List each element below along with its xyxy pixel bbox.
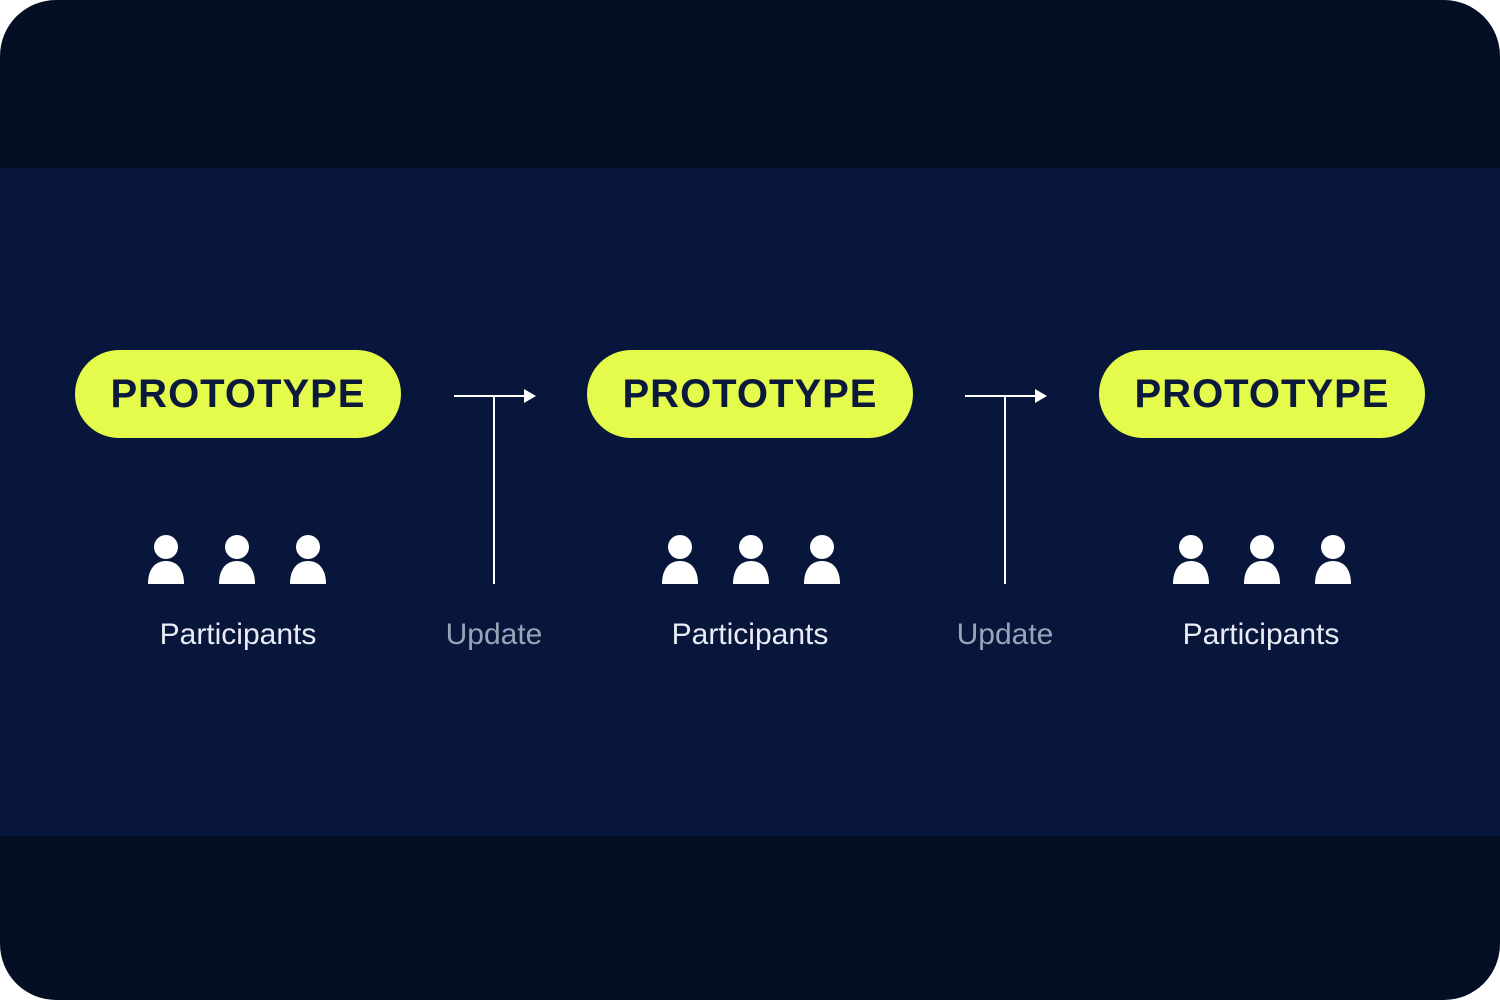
arrow-right-icon bbox=[1035, 389, 1047, 403]
person-icon bbox=[148, 535, 184, 584]
prototype-pill-2: PROTOTYPE bbox=[587, 350, 913, 438]
update-connector-2 bbox=[965, 389, 1047, 584]
person-icon bbox=[1173, 535, 1209, 584]
prototype-pill-3: PROTOTYPE bbox=[1099, 350, 1425, 438]
participants-label-2: Participants bbox=[671, 618, 829, 651]
update-label-1: Update bbox=[445, 618, 543, 651]
person-icon bbox=[662, 535, 698, 584]
participants-icon-group-1 bbox=[148, 535, 326, 584]
participants-icon-group-2 bbox=[662, 535, 840, 584]
participants-label-1: Participants bbox=[159, 618, 317, 651]
update-connector-1 bbox=[454, 389, 536, 584]
person-icon bbox=[219, 535, 255, 584]
person-icon bbox=[804, 535, 840, 584]
person-icon bbox=[1315, 535, 1351, 584]
prototype-pill-1: PROTOTYPE bbox=[75, 350, 401, 438]
person-icon bbox=[733, 535, 769, 584]
arrow-right-icon bbox=[524, 389, 536, 403]
person-icon bbox=[1244, 535, 1280, 584]
diagram-band bbox=[0, 168, 1500, 836]
participants-icon-group-3 bbox=[1173, 535, 1351, 584]
participants-label-3: Participants bbox=[1182, 618, 1340, 651]
person-icon bbox=[290, 535, 326, 584]
update-label-2: Update bbox=[956, 618, 1054, 651]
